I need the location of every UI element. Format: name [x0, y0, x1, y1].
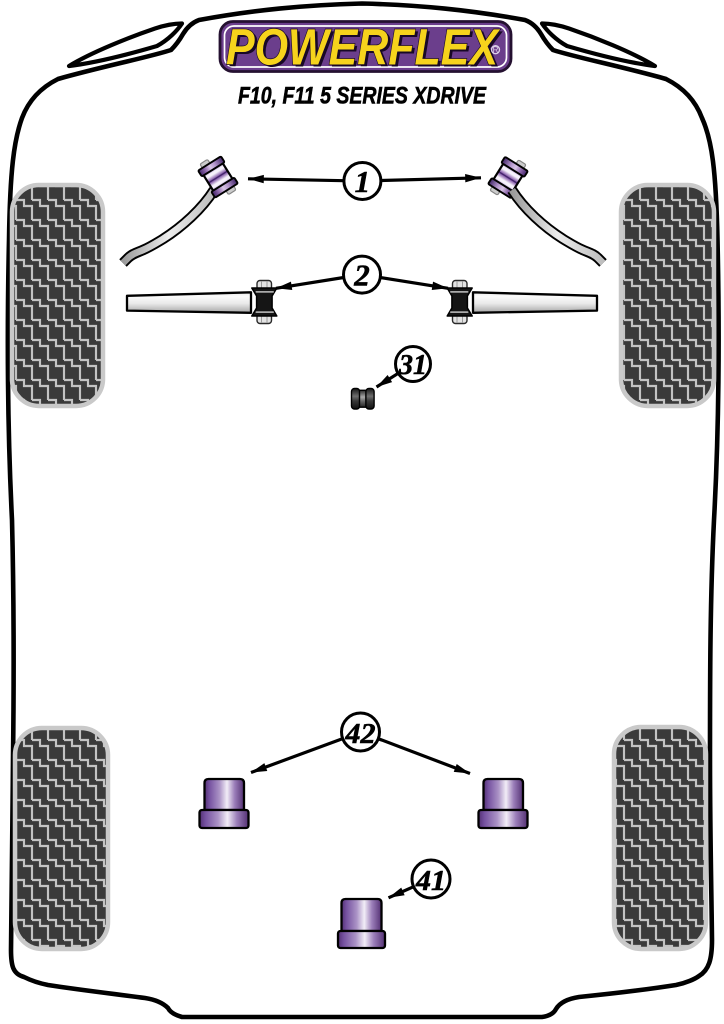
svg-text:42: 42 — [344, 718, 375, 750]
svg-text:POWERFLEX: POWERFLEX — [229, 21, 504, 78]
svg-text:F10, F11 5 SERIES XDRIVE: F10, F11 5 SERIES XDRIVE — [238, 83, 487, 110]
svg-text:41: 41 — [415, 865, 446, 897]
svg-text:2: 2 — [353, 257, 370, 292]
svg-text:31: 31 — [398, 349, 427, 381]
svg-text:POWERFLEX: POWERFLEX — [226, 19, 501, 76]
svg-text:R: R — [493, 46, 499, 55]
svg-text:1: 1 — [355, 164, 371, 199]
